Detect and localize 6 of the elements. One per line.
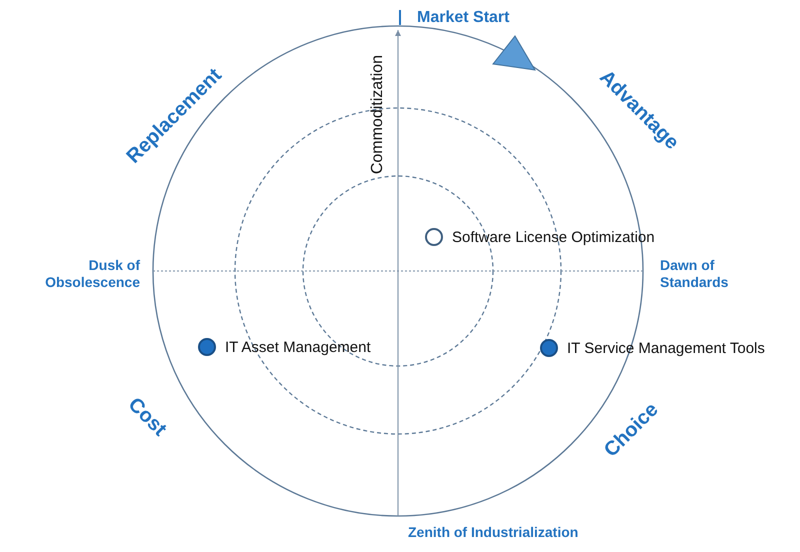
phase-label: Dusk of Obsolescence: [44, 257, 140, 291]
market-label: IT Asset Management: [225, 338, 371, 356]
phase-label: Market Start: [417, 8, 510, 28]
phase-label: Dawn of Standards: [660, 257, 730, 291]
phase-label: Zenith of Industrialization: [408, 524, 578, 541]
axis-label: Commoditization: [368, 55, 387, 174]
